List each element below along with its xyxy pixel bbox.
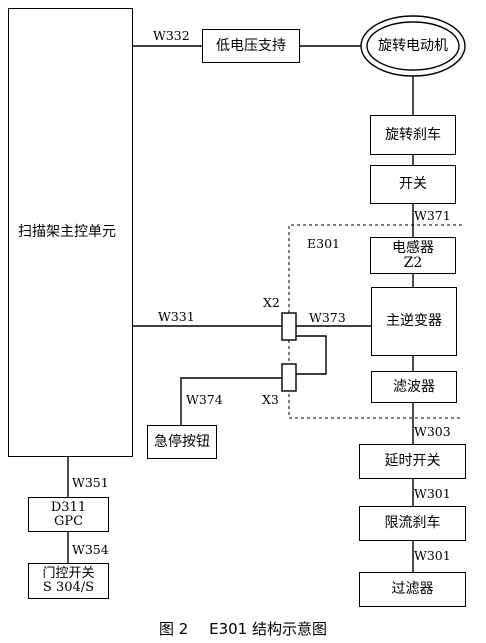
label-x3: X3 [262, 392, 279, 407]
inductor-z2-box: 电感器 Z2 [370, 237, 456, 274]
label-w354: W354 [72, 542, 109, 557]
label-e301: E301 [307, 236, 340, 251]
figure-title: E301 结构示意图 [209, 620, 327, 638]
low-voltage-support-box: 低电压支持 [202, 29, 300, 63]
label-w301-a: W301 [414, 486, 451, 501]
scan-main-control-unit: 扫描架主控单元 [8, 8, 133, 457]
switch-box: 开关 [370, 165, 456, 204]
output-filter-box: 过滤器 [359, 572, 466, 607]
label-w332: W332 [153, 28, 190, 43]
filter-box: 滤波器 [371, 371, 457, 403]
rotating-motor-label: 旋转电动机 [378, 38, 448, 54]
figure-number: 图 2 [159, 620, 189, 638]
current-limit-brake-box: 限流刹车 [359, 506, 466, 541]
e301-dashed-boundary [288, 224, 462, 419]
emergency-stop-box: 急停按钮 [147, 425, 217, 459]
label-w371: W371 [414, 208, 451, 223]
label-w351: W351 [72, 475, 109, 490]
label-w374: W374 [186, 392, 223, 407]
label-x2: X2 [263, 295, 280, 310]
connector-x3 [281, 363, 297, 392]
label-w303: W303 [414, 424, 451, 439]
label-w373: W373 [309, 310, 346, 325]
label-w301-b: W301 [414, 548, 451, 563]
rotation-brake-box: 旋转刹车 [370, 115, 456, 155]
connector-x2 [281, 312, 297, 341]
gpc-box: D311 GPC [28, 497, 109, 532]
figure-caption: 图 2 E301 结构示意图 [0, 618, 486, 639]
label-w331: W331 [158, 309, 195, 324]
wire-x2-x3-loop [296, 335, 327, 375]
wire-w374 [180, 377, 282, 425]
door-switch-box: 门控开关 S 304/S [28, 563, 109, 599]
delay-switch-box: 延时开关 [359, 444, 466, 479]
scan-main-control-label: 扫描架主控单元 [18, 224, 116, 240]
main-inverter-box: 主逆变器 [371, 287, 457, 356]
motor-inner-ring [366, 21, 460, 71]
